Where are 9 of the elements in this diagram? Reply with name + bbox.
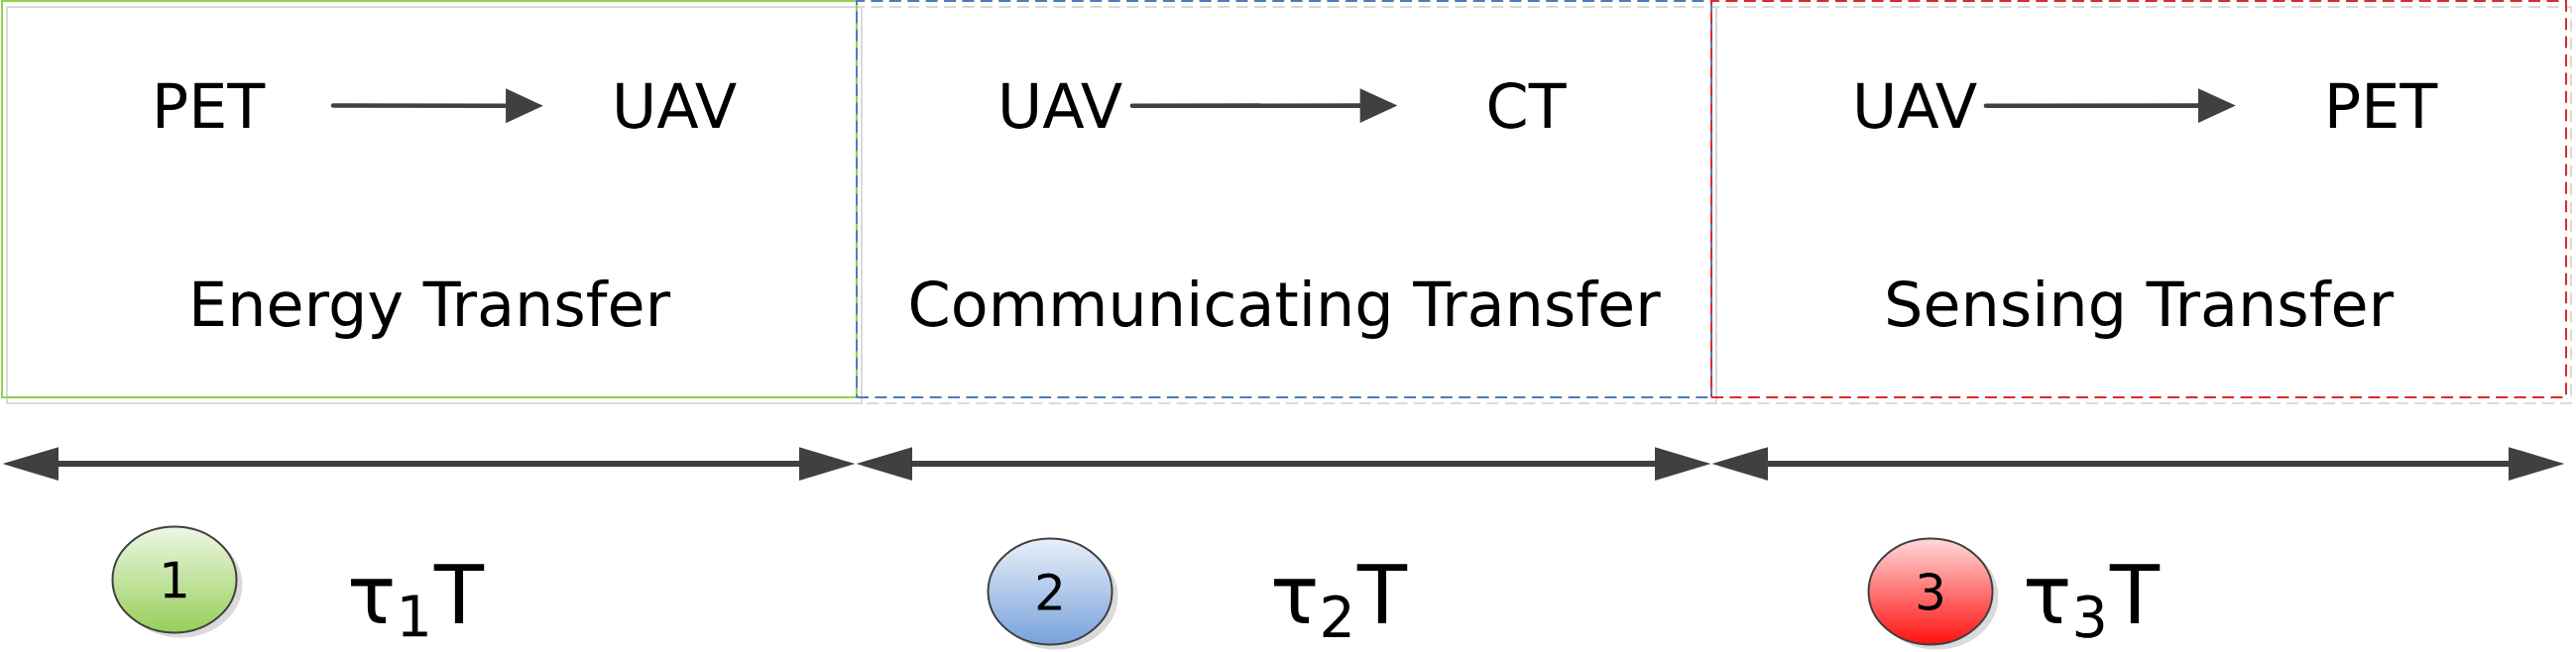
duration-label: τ$_{2}$T bbox=[1274, 564, 1408, 638]
entity-label: PET bbox=[2329, 82, 2438, 128]
duration-label: τ$_{3}$T bbox=[2027, 564, 2161, 638]
entity-label: UAV bbox=[1002, 82, 1122, 129]
duration-label: τ$_{1}$T bbox=[351, 564, 485, 637]
entity-label: UAV bbox=[617, 82, 737, 129]
entity-label: CT bbox=[1488, 82, 1567, 129]
entity-label: PET bbox=[157, 82, 266, 128]
entity-label: UAV bbox=[1857, 82, 1977, 129]
